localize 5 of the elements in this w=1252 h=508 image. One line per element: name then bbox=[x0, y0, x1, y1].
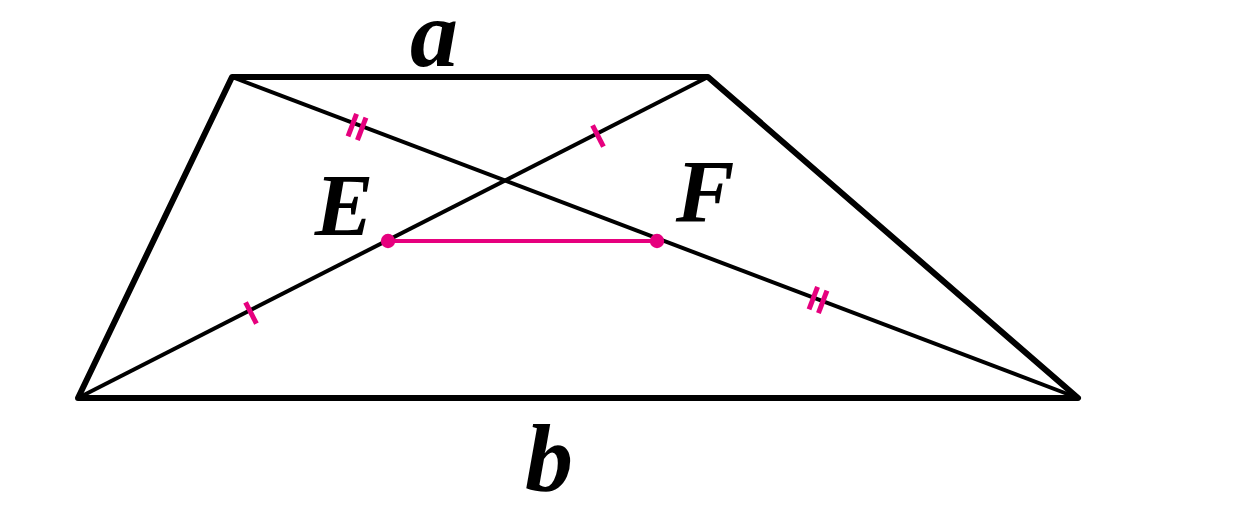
side-length-label: a bbox=[410, 0, 458, 82]
midpoint-segment bbox=[380, 233, 665, 249]
point-label: E bbox=[300, 168, 388, 244]
point-label: F bbox=[657, 140, 753, 244]
side-length-label: b bbox=[525, 410, 573, 506]
